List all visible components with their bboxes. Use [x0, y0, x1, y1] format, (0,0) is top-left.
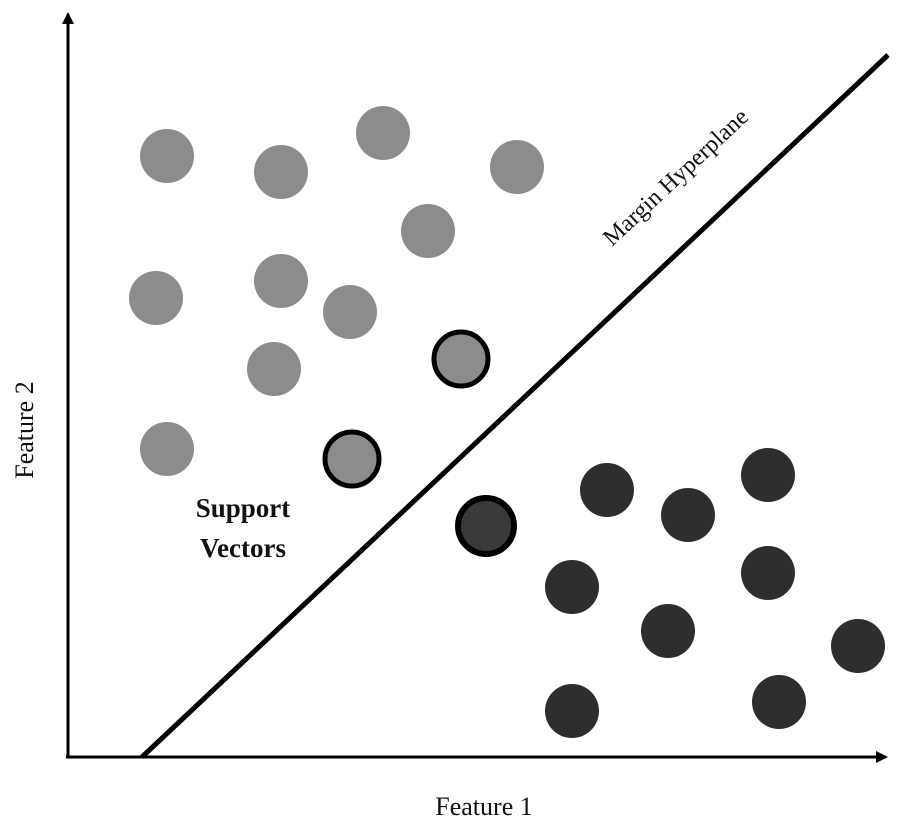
class-b-points — [545, 448, 885, 738]
class-a-point — [490, 140, 544, 194]
class-a-point — [140, 422, 194, 476]
support-vector-class-a — [431, 329, 491, 389]
class-a-points — [129, 106, 544, 476]
class-a-point — [129, 271, 183, 325]
class-b-point — [545, 684, 599, 738]
y-axis-label: Feature 2 — [10, 381, 39, 478]
support-vectors — [322, 329, 517, 557]
support-vectors-label-line2: Vectors — [200, 533, 286, 563]
class-b-point — [741, 448, 795, 502]
x-axis-label: Feature 1 — [435, 792, 532, 821]
support-vectors-label-line1: Support — [196, 493, 291, 523]
class-b-point — [580, 463, 634, 517]
support-vector-class-b — [455, 495, 517, 557]
class-a-point — [247, 342, 301, 396]
class-b-point — [545, 560, 599, 614]
margin-hyperplane-line — [140, 53, 890, 759]
class-a-point — [356, 106, 410, 160]
class-a-point — [401, 204, 455, 258]
support-vector-class-a — [322, 429, 382, 489]
class-a-point — [254, 145, 308, 199]
class-b-point — [641, 604, 695, 658]
class-a-point — [323, 285, 377, 339]
class-b-point — [741, 546, 795, 600]
class-a-point — [254, 254, 308, 308]
class-b-point — [661, 488, 715, 542]
hyperplane-label: Margin Hyperplane — [598, 104, 753, 251]
class-b-point — [831, 619, 885, 673]
class-a-point — [140, 129, 194, 183]
class-b-point — [752, 675, 806, 729]
